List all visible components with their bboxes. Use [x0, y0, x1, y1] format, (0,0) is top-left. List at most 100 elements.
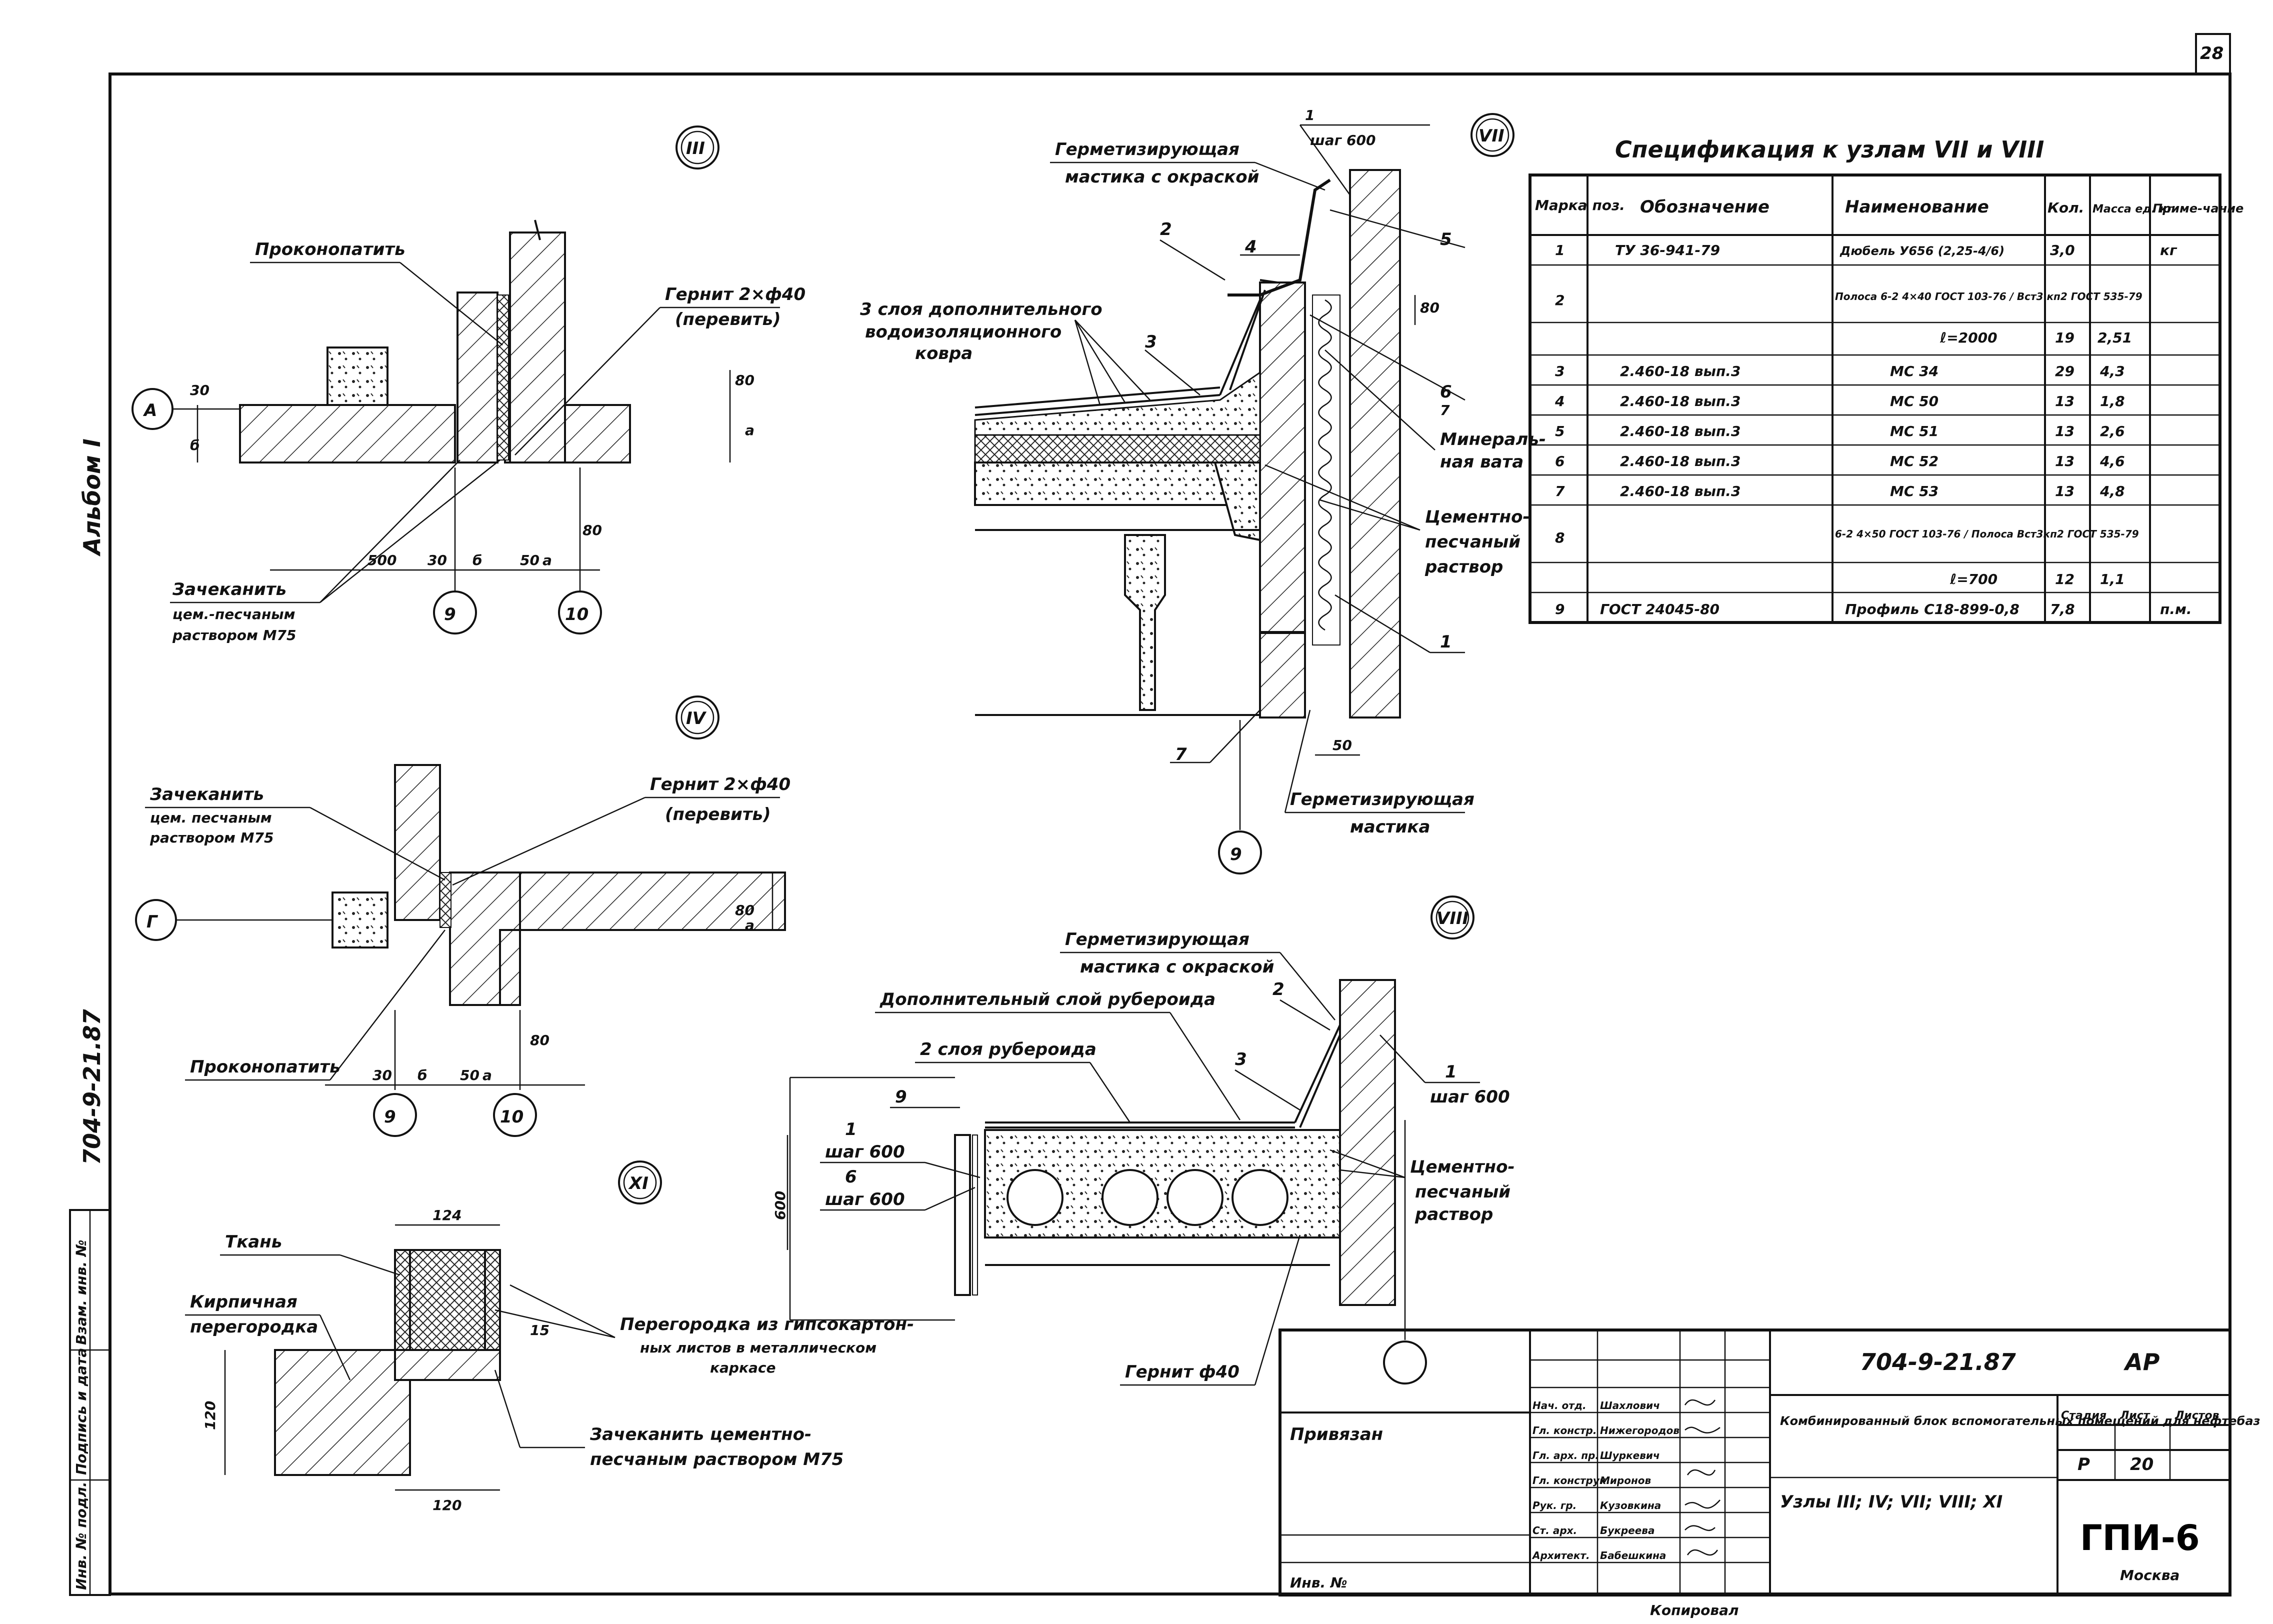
svg-text:Наименование: Наименование [1845, 197, 1989, 217]
svg-text:29: 29 [2055, 363, 2074, 380]
svg-text:мастика с окраской: мастика с окраской [1065, 167, 1259, 187]
svg-text:13: 13 [2055, 483, 2074, 500]
svg-text:1,8: 1,8 [2100, 393, 2125, 410]
svg-text:2.460-18 вып.3: 2.460-18 вып.3 [1620, 393, 1740, 410]
svg-text:80: 80 [582, 522, 602, 538]
svg-text:Копировал: Копировал [1650, 1602, 1739, 1618]
svg-text:4,8: 4,8 [2100, 483, 2125, 500]
svg-text:Взам. инв. №: Взам. инв. № [73, 1240, 90, 1345]
svg-text:МС 52: МС 52 [1890, 453, 1938, 470]
svg-text:10: 10 [500, 1107, 524, 1127]
svg-text:80: 80 [735, 372, 754, 388]
svg-text:МС 34: МС 34 [1890, 363, 1938, 380]
title-block: 704-9-21.87 АР Привязан Инв. № Нач. отд.… [1278, 1328, 2260, 1618]
svg-text:1: 1 [1555, 242, 1564, 258]
svg-text:Дюбель У656 (2,25-4/6): Дюбель У656 (2,25-4/6) [1840, 244, 2004, 258]
svg-text:Шуркевич: Шуркевич [1600, 1450, 1660, 1462]
svg-text:Цементно-: Цементно- [1425, 507, 1530, 527]
svg-text:а: а [482, 1067, 492, 1084]
svg-text:Цементно-: Цементно- [1410, 1157, 1515, 1177]
svg-text:ная вата: ная вата [1440, 452, 1524, 472]
svg-text:а: а [745, 917, 754, 934]
svg-text:Шахлович: Шахлович [1600, 1400, 1660, 1412]
svg-text:раствор: раствор [1414, 1204, 1493, 1224]
node-XI: XI 124 Ткань Кирпичная перегородка Перег… [185, 1160, 914, 1514]
title-section: АР [2124, 1348, 2160, 1376]
svg-text:2: 2 [1272, 980, 1284, 1000]
svg-text:п.м.: п.м. [2160, 601, 2192, 618]
svg-text:Букреева: Букреева [1600, 1524, 1654, 1536]
svg-text:Инв. № подл.: Инв. № подл. [73, 1482, 90, 1590]
svg-text:4,6: 4,6 [2100, 453, 2125, 470]
svg-text:4: 4 [1244, 237, 1257, 257]
svg-text:МС 51: МС 51 [1890, 423, 1938, 440]
svg-text:Бабешкина: Бабешкина [1600, 1550, 1666, 1562]
svg-text:мастика: мастика [1350, 817, 1430, 837]
svg-text:80: 80 [530, 1032, 550, 1048]
svg-text:120: 120 [432, 1497, 462, 1514]
svg-text:(перевить): (перевить) [665, 804, 771, 824]
svg-text:1: 1 [1445, 1062, 1457, 1082]
svg-text:4: 4 [1554, 393, 1564, 410]
svg-text:б: б [418, 1067, 428, 1084]
svg-text:6: 6 [845, 1167, 857, 1187]
svg-text:Стадия: Стадия [2061, 1410, 2106, 1422]
svg-text:Кол.: Кол. [2048, 200, 2084, 216]
svg-text:7: 7 [1440, 402, 1450, 418]
svg-text:120: 120 [202, 1401, 218, 1430]
svg-text:Зачеканить: Зачеканить [172, 580, 286, 600]
svg-text:19: 19 [2055, 330, 2074, 346]
svg-text:Герметизирующая: Герметизирующая [1065, 930, 1250, 950]
svg-text:9: 9 [444, 604, 456, 624]
node-III: III А Проконопатить Гернит 2×ф40 (переви… [132, 126, 806, 644]
svg-text:7,8: 7,8 [2050, 601, 2075, 618]
spec-table: Спецификация к узлам VII и VIII Марка по… [1528, 136, 2244, 624]
svg-text:кг: кг [2160, 242, 2178, 258]
svg-text:5: 5 [1440, 230, 1452, 250]
svg-text:80: 80 [735, 902, 754, 918]
svg-text:Г: Г [146, 912, 158, 932]
svg-text:3: 3 [1145, 332, 1157, 352]
svg-text:ℓ=2000: ℓ=2000 [1940, 330, 1998, 346]
svg-text:раствором М75: раствором М75 [172, 627, 296, 644]
svg-text:песчаным раствором М75: песчаным раствором М75 [590, 1450, 844, 1470]
svg-text:13: 13 [2055, 393, 2074, 410]
svg-text:ковра: ковра [915, 344, 972, 364]
svg-text:цем. песчаным: цем. песчаным [150, 810, 272, 826]
svg-text:VII: VII [1478, 126, 1504, 146]
svg-text:Ткань: Ткань [225, 1232, 282, 1252]
svg-text:МС 53: МС 53 [1890, 483, 1938, 500]
svg-text:каркасе: каркасе [710, 1360, 776, 1376]
svg-text:50: 50 [460, 1067, 480, 1084]
svg-text:Дополнительный слой рубероида: Дополнительный слой рубероида [880, 990, 1216, 1010]
page-number-box [2195, 33, 2231, 75]
svg-text:4,3: 4,3 [2100, 363, 2125, 380]
svg-text:VIII: VIII [1436, 908, 1468, 928]
svg-text:Кузовкина: Кузовкина [1600, 1500, 1661, 1512]
svg-text:Нижегородов: Нижегородов [1600, 1424, 1680, 1436]
left-stamp: Инв. № подл. Подпись и дата Взам. инв. № [69, 1209, 111, 1596]
svg-text:1: 1 [1305, 107, 1314, 124]
svg-text:XI: XI [628, 1174, 648, 1194]
svg-text:Привязан: Привязан [1290, 1424, 1383, 1444]
svg-text:Москва: Москва [2120, 1567, 2180, 1584]
svg-text:б: б [190, 437, 200, 454]
svg-text:песчаный: песчаный [1415, 1182, 1510, 1202]
svg-text:600: 600 [772, 1191, 788, 1220]
svg-text:30: 30 [372, 1067, 392, 1084]
node-III-label-prokonopatit: Проконопатить [255, 240, 406, 260]
svg-text:13: 13 [2055, 453, 2074, 470]
svg-text:7: 7 [1555, 483, 1565, 500]
svg-text:А: А [142, 400, 157, 420]
svg-text:7: 7 [1175, 744, 1187, 764]
svg-text:песчаный: песчаный [1425, 532, 1520, 552]
svg-text:9: 9 [1555, 601, 1564, 618]
svg-text:3: 3 [1235, 1050, 1247, 1070]
svg-text:ℓ=700: ℓ=700 [1950, 571, 1998, 588]
svg-text:8: 8 [1555, 530, 1564, 546]
node-VIII: VIII Герметизирующая мастика с окраской … [772, 896, 1515, 1386]
svg-text:а: а [745, 422, 754, 438]
svg-text:3 слоя дополнительного: 3 слоя дополнительного [860, 300, 1102, 320]
svg-text:Обозначение: Обозначение [1640, 197, 1770, 217]
svg-text:Миронов: Миронов [1600, 1474, 1651, 1486]
